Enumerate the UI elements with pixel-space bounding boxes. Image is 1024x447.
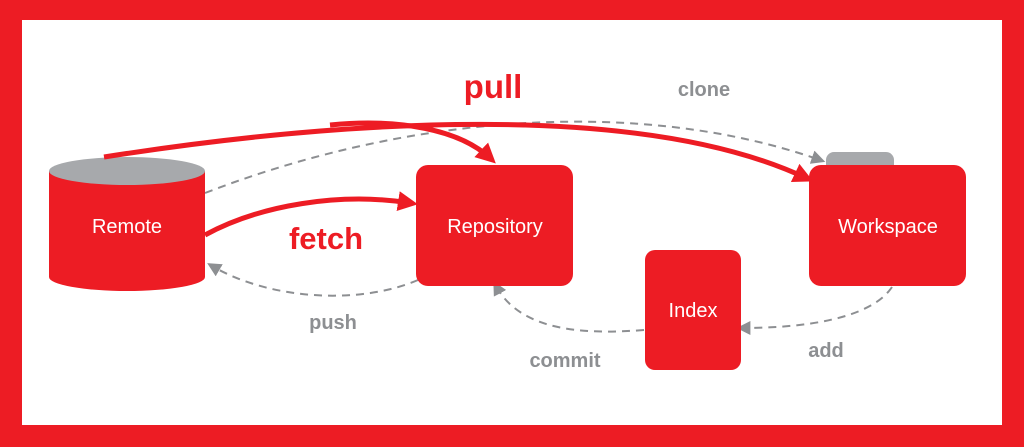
clone-label: clone [678,79,730,101]
pull-to-repository-arrow [329,120,496,164]
pull-arrow [103,121,814,182]
workspace-box [809,165,966,286]
add-arrow [736,286,893,335]
remote-node[interactable]: Remote [49,157,205,291]
index-label: Index [669,300,718,322]
workspace-node[interactable]: Workspace [809,165,966,286]
commit-arrow [493,281,645,333]
push-arrow [207,263,419,297]
add-label: add [808,340,844,362]
repository-label: Repository [447,216,543,238]
pull-label: pull [464,68,523,105]
remote-cylinder-body [49,171,205,291]
fetch-label: fetch [289,221,363,256]
workspace-label: Workspace [838,216,938,238]
clone-arrow [204,120,826,194]
remote-label: Remote [92,216,162,238]
index-node[interactable]: Index [645,250,741,370]
remote-cylinder-top [49,157,205,185]
index-box [645,250,741,370]
push-label: push [309,312,357,334]
repository-node[interactable]: Repository [416,165,573,286]
fetch-arrow [203,191,418,238]
repository-box [416,165,573,286]
commit-label: commit [529,350,600,372]
